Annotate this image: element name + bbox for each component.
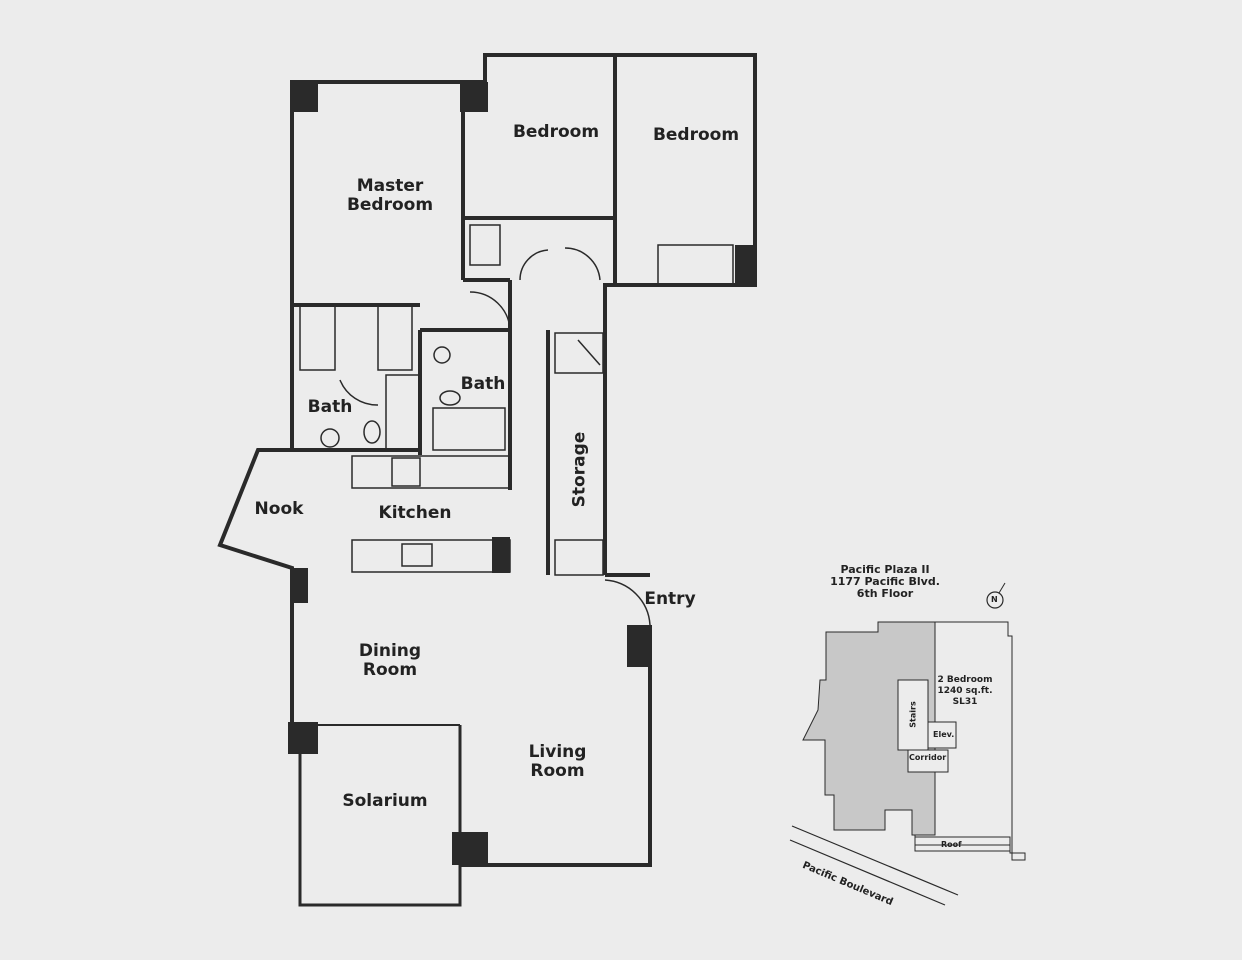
room-entry: Entry — [644, 589, 696, 609]
room-bath-1: Bath — [307, 397, 353, 417]
room-kitchen: Kitchen — [378, 503, 452, 523]
room-master-bedroom: Master Bedroom — [346, 176, 434, 215]
fixtures — [299, 224, 734, 626]
room-nook: Nook — [254, 499, 304, 519]
room-dining-room: Dining Room — [358, 641, 422, 680]
key-plan-elevator: Elev. — [933, 730, 955, 739]
north-label: N — [991, 595, 998, 604]
room-solarium: Solarium — [342, 791, 428, 811]
columns — [288, 82, 755, 865]
room-bath-2: Bath — [460, 374, 506, 394]
key-plan — [789, 582, 1026, 906]
room-bedroom-2: Bedroom — [652, 125, 740, 145]
room-storage: Storage — [569, 431, 590, 508]
key-plan-stairs: Stairs — [908, 701, 918, 728]
key-plan-title: Pacific Plaza II 1177 Pacific Blvd. 6th … — [830, 563, 940, 600]
walls — [217, 53, 757, 907]
north-arrow-icon — [986, 591, 1004, 609]
key-plan-corridor: Corridor — [909, 753, 947, 762]
key-plan-roof: Roof — [941, 840, 962, 849]
room-living-room: Living Room — [528, 742, 587, 781]
room-bedroom-1: Bedroom — [512, 122, 600, 142]
key-plan-unit: 2 Bedroom 1240 sq.ft. SL31 — [937, 675, 993, 707]
